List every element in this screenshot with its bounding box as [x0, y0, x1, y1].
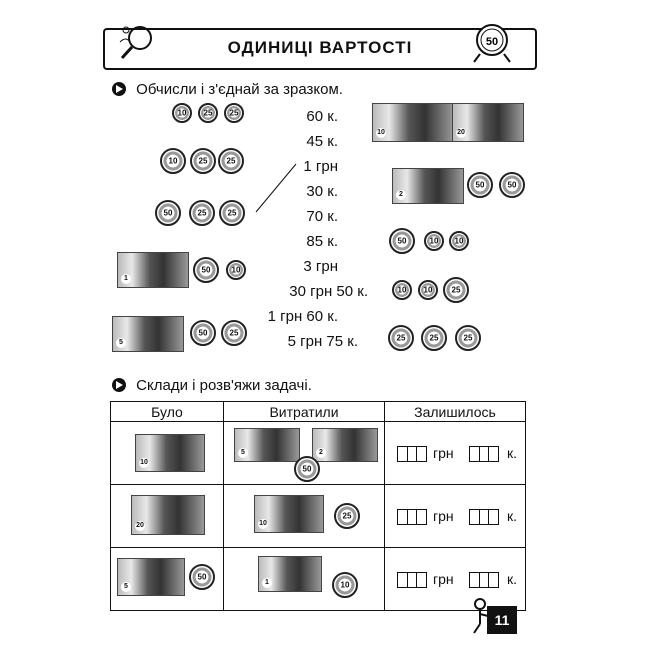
arrow-bullet-icon: [112, 82, 126, 97]
cell-had: 5 50: [110, 547, 224, 611]
coin-icon: 10: [449, 231, 469, 251]
header-left: Залишилось: [384, 401, 526, 422]
amount-item: 1 грн: [303, 158, 338, 175]
answer-box-k[interactable]: [469, 509, 499, 525]
coin-icon: 25: [455, 325, 481, 351]
banknote-icon: 5: [234, 428, 300, 462]
magnifier-icon: [118, 22, 158, 62]
coin-icon: 50: [155, 200, 181, 226]
banknote-icon: 1: [117, 252, 189, 288]
cell-left-answer: грн к.: [384, 547, 526, 611]
header-spent: Витратили: [223, 401, 385, 422]
amount-item: 30 к.: [306, 183, 338, 200]
header-had: Було: [110, 401, 224, 422]
coin-icon: 50: [189, 564, 215, 590]
coin-icon: 50: [499, 172, 525, 198]
coin-icon: 25: [219, 200, 245, 226]
coin-icon: 25: [443, 277, 469, 303]
coin-icon: 10: [332, 572, 358, 598]
cell-left-answer: грн к.: [384, 484, 526, 548]
table-row: 10 5 2 50 грн к.: [110, 421, 526, 485]
page-title: ОДИНИЦІ ВАРТОСТІ: [227, 38, 413, 57]
banknote-icon: 2: [392, 168, 464, 204]
puzzle-figure-icon: [466, 596, 490, 634]
cell-spent: 10 25: [223, 484, 385, 548]
coin-icon: 50: [389, 228, 415, 254]
answer-box-k[interactable]: [469, 572, 499, 588]
unit-k-label: к.: [507, 445, 518, 461]
coin-icon: 25: [334, 503, 360, 529]
coin-icon: 25: [388, 325, 414, 351]
amount-item: 30 грн 50 к.: [289, 283, 368, 300]
coin-icon: 25: [190, 148, 216, 174]
table-row: 20 10 25 грн к.: [110, 484, 526, 548]
task1-instruction: Обчисли і з'єднай за зразком.: [112, 80, 343, 98]
coin-icon: 10: [226, 260, 246, 280]
banknote-icon: 1: [258, 556, 322, 592]
svg-text:50: 50: [486, 36, 498, 48]
banknote-icon: 10: [372, 103, 454, 142]
banknote-icon: 2: [312, 428, 378, 462]
title-banner: ОДИНИЦІ ВАРТОСТІ: [103, 28, 537, 70]
coin-icon: 25: [421, 325, 447, 351]
coin-mascot-icon: 50: [468, 20, 516, 64]
coin-icon: 25: [218, 148, 244, 174]
amount-item: 3 грн: [303, 258, 338, 275]
coin-icon: 50: [467, 172, 493, 198]
amount-item: 85 к.: [306, 233, 338, 250]
banknote-icon: 20: [452, 103, 524, 142]
cell-spent: 1 10: [223, 547, 385, 611]
task-table: Було Витратили Залишилось 10 5 2 50 грн …: [110, 401, 526, 611]
unit-hrn-label: грн: [433, 571, 454, 587]
page-number: 11: [487, 606, 517, 634]
table-row: 5 50 1 10 грн к.: [110, 547, 526, 611]
answer-box-hrn[interactable]: [397, 509, 427, 525]
coin-icon: 50: [193, 257, 219, 283]
answer-box-k[interactable]: [469, 446, 499, 462]
banknote-icon: 10: [254, 495, 324, 533]
coin-icon: 10: [160, 148, 186, 174]
amount-item: 45 к.: [306, 133, 338, 150]
coin-icon: 50: [294, 456, 320, 482]
unit-k-label: к.: [507, 571, 518, 587]
cell-had: 10: [110, 421, 224, 485]
unit-hrn-label: грн: [433, 445, 454, 461]
amount-item: 70 к.: [306, 208, 338, 225]
sample-connection-line: [255, 163, 297, 213]
banknote-icon: 5: [112, 316, 184, 352]
task2-instruction-text: Склади і розв'яжи задачі.: [136, 376, 312, 394]
banknote-icon: 20: [131, 495, 205, 535]
banknote-icon: 5: [117, 558, 185, 596]
coin-icon: 10: [424, 231, 444, 251]
task1-instruction-text: Обчисли і з'єднай за зразком.: [136, 80, 343, 98]
task2-instruction: Склади і розв'яжи задачі.: [112, 376, 312, 394]
coin-icon: 10: [172, 103, 192, 123]
amount-item: 60 к.: [306, 108, 338, 125]
amount-item: 5 грн 75 к.: [287, 333, 358, 350]
cell-spent: 5 2 50: [223, 421, 385, 485]
unit-hrn-label: грн: [433, 508, 454, 524]
coin-icon: 25: [221, 320, 247, 346]
arrow-bullet-icon: [112, 378, 126, 393]
coin-icon: 50: [190, 320, 216, 346]
banknote-icon: 10: [135, 434, 205, 472]
answer-box-hrn[interactable]: [397, 572, 427, 588]
coin-icon: 25: [198, 103, 218, 123]
cell-had: 20: [110, 484, 224, 548]
coin-icon: 25: [189, 200, 215, 226]
amount-item: 1 грн 60 к.: [267, 308, 338, 325]
unit-k-label: к.: [507, 508, 518, 524]
coin-icon: 25: [224, 103, 244, 123]
cell-left-answer: грн к.: [384, 421, 526, 485]
answer-box-hrn[interactable]: [397, 446, 427, 462]
coin-icon: 10: [392, 280, 412, 300]
coin-icon: 10: [418, 280, 438, 300]
